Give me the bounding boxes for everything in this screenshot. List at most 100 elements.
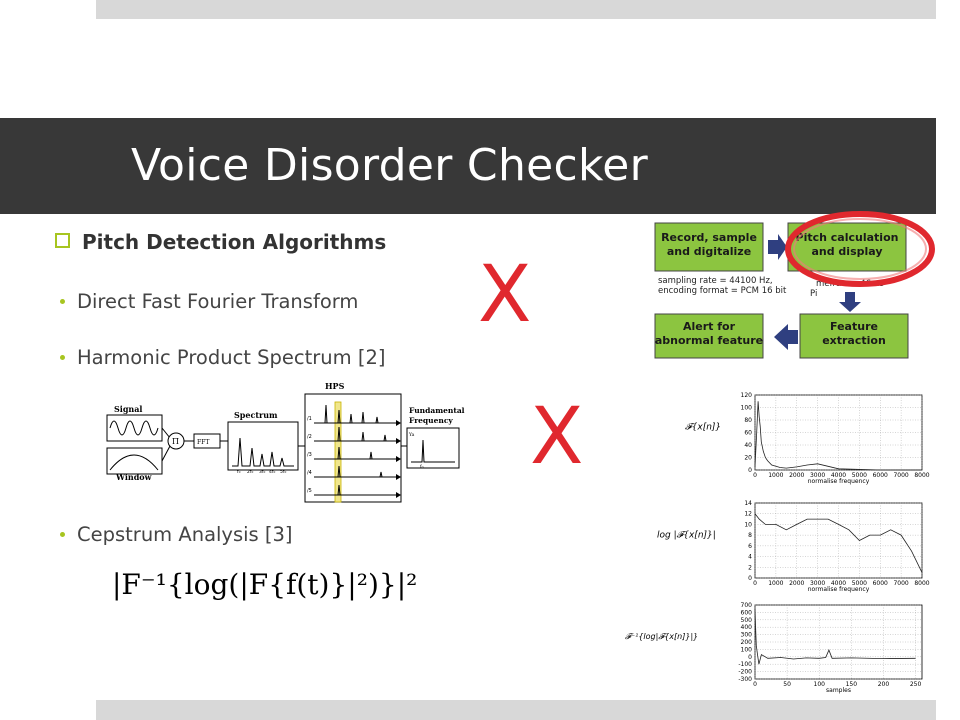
red-x-mark: X [530, 392, 584, 482]
x-tick-label: 1000 [768, 580, 783, 587]
section-heading: Pitch Detection Algorithms [55, 230, 386, 254]
slide-title: Voice Disorder Checker [131, 140, 648, 191]
fundamental-box [406, 427, 460, 469]
y-tick-label: 10 [744, 521, 752, 528]
x-tick-label: 7000 [893, 580, 908, 587]
axis-label: 2f₀ [247, 469, 253, 475]
bullet-item: Harmonic Product Spectrum [2] [60, 346, 385, 369]
flow-note-left: encoding format = PCM 16 bit [658, 286, 787, 296]
x-tick-label: 100 [814, 681, 826, 688]
x-tick-label: 4000 [831, 580, 846, 587]
spectrum-peaks [232, 437, 294, 467]
y-tick-label: 2 [748, 564, 752, 571]
fundamental-label: Fundamental [409, 406, 465, 415]
flow-arrow-left [774, 324, 798, 350]
y-tick-label: 100 [741, 646, 753, 653]
window-label: Window [115, 472, 153, 482]
x-tick-label: 2000 [789, 580, 804, 587]
y-tick-label: 20 [744, 455, 752, 462]
row-label: /5 [307, 488, 312, 494]
y-tick-label: 700 [741, 602, 753, 609]
y-tick-label: 500 [741, 617, 753, 624]
arrow-head [396, 456, 401, 462]
x-tick-label: 200 [878, 681, 890, 688]
hps-row [314, 465, 396, 478]
y-tick-label: -200 [738, 669, 752, 676]
bullet-dot-icon [60, 355, 65, 360]
x-tick-label: 3000 [810, 472, 825, 479]
y-tick-label: -300 [738, 676, 752, 683]
x-tick-label: 4000 [831, 472, 846, 479]
arrow-head [396, 492, 401, 498]
hps-title: HPS [325, 381, 345, 391]
x-axis-label: samples [826, 687, 851, 694]
bullet-dot-icon [60, 532, 65, 537]
y-tick-label: 40 [744, 442, 752, 449]
y-tick-label: 300 [741, 632, 753, 639]
x-tick-label: 0 [753, 580, 757, 587]
x-tick-label: 0 [753, 472, 757, 479]
y-tick-label: 8 [748, 532, 752, 539]
x-tick-label: 0 [753, 681, 757, 688]
connector [161, 427, 171, 439]
flow-box-record [654, 222, 764, 272]
x-tick-label: 8000 [914, 472, 929, 479]
axis-label: 4f₀ [269, 469, 275, 475]
signal-wave [109, 420, 159, 436]
row-label: /4 [307, 470, 312, 476]
title-bar [0, 118, 936, 214]
hps-row [314, 446, 396, 460]
connector [161, 445, 171, 462]
x-tick-label: 3000 [810, 580, 825, 587]
x-axis-label: normalise frequency [808, 586, 870, 593]
bottom-decor-bar [96, 700, 936, 720]
y-tick-label: 4 [748, 554, 752, 561]
y-tick-label: 400 [741, 624, 753, 631]
hps-diagram: HPS Signal Window Π FFT Spectrum f₀ 2f₀ … [106, 381, 465, 503]
bullet-item: Direct Fast Fourier Transform [60, 290, 358, 313]
y-tick-label: 100 [741, 405, 753, 412]
row-label: /3 [307, 452, 312, 458]
highlight-ellipse-inner [793, 218, 927, 280]
axis-label: f₀ [237, 469, 241, 475]
hps-highlight [334, 401, 342, 503]
x-tick-label: 150 [846, 681, 858, 688]
red-x-mark: X [478, 250, 532, 340]
x-tick-label: 5000 [852, 580, 867, 587]
x-tick-label: 7000 [893, 472, 908, 479]
bullet-item: Cepstrum Analysis [3] [60, 523, 293, 546]
axis-label: 3f₀ [259, 469, 265, 475]
y-tick-label: 0 [748, 575, 752, 582]
square-bullet-icon [55, 233, 70, 248]
flow-arrow-right [768, 234, 787, 260]
y-tick-label: 14 [744, 500, 752, 507]
spectrum-label: Spectrum [234, 410, 278, 420]
fft-label: FFT [197, 439, 209, 446]
hps-row [314, 426, 396, 442]
window-curve [109, 454, 159, 471]
product-symbol: Π [172, 437, 179, 446]
flow-note-right: Pi [810, 289, 817, 299]
y-axis-label: log |𝓕{x[n]}| [657, 531, 716, 541]
row-label: /2 [307, 434, 312, 440]
fundamental-peak [411, 439, 455, 463]
y-tick-label: 80 [744, 417, 752, 424]
arrow-head [396, 474, 401, 480]
y-tick-label: 12 [744, 511, 752, 518]
data-line [754, 513, 923, 573]
y-tick-label: -100 [738, 661, 752, 668]
flow-arrow-down [839, 292, 861, 312]
row-label: /1 [307, 416, 312, 422]
y-tick-label: 0 [748, 467, 752, 474]
axis-label: 5f₀ [280, 469, 286, 475]
bullet-text: Harmonic Product Spectrum [2] [77, 346, 386, 369]
x-tick-label: 6000 [873, 580, 888, 587]
bullet-text: Cepstrum Analysis [3] [77, 523, 293, 546]
bullet-dot-icon [60, 299, 65, 304]
cepstrum-formula: |F⁻¹{log(|F{f(t)}|²)}|² [112, 568, 418, 601]
arrow-head [396, 420, 401, 426]
